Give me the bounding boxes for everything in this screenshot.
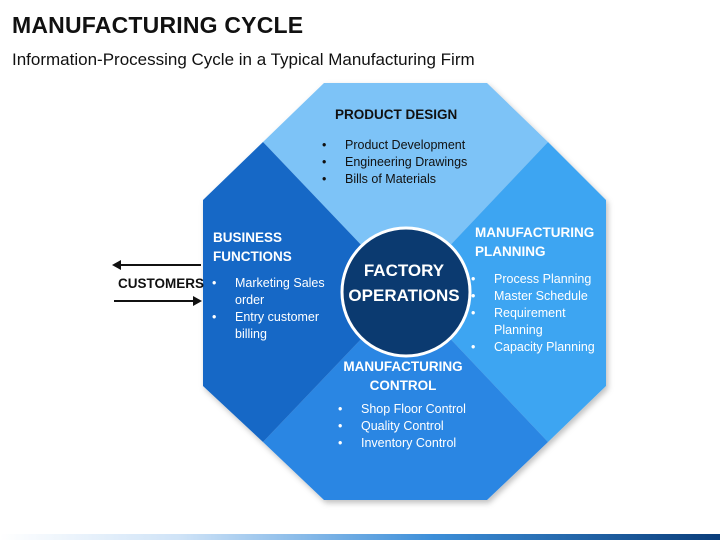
list-item-continued: order bbox=[235, 293, 265, 307]
manufacturing-control-list: Shop Floor Control Quality Control Inven… bbox=[336, 401, 466, 452]
list-item: Master Schedule bbox=[469, 288, 595, 305]
list-item: Marketing Sales bbox=[210, 275, 325, 292]
list-item: Quality Control bbox=[336, 418, 466, 435]
manufacturing-planning-title-line1: MANUFACTURING bbox=[475, 225, 595, 240]
list-item-continued: Planning bbox=[494, 323, 543, 337]
slide-title: MANUFACTURING CYCLE bbox=[12, 12, 304, 38]
arrowhead-left-icon bbox=[112, 260, 121, 270]
business-functions-title: BUSINESS FUNCTIONS bbox=[213, 228, 292, 266]
list-item: Engineering Drawings bbox=[320, 154, 467, 171]
manufacturing-control-title-line2: CONTROL bbox=[369, 378, 437, 393]
footer-gradient-bar bbox=[0, 534, 720, 540]
slide-subtitle: Information-Processing Cycle in a Typica… bbox=[12, 50, 475, 69]
manufacturing-planning-list: Process Planning Master Schedule Require… bbox=[469, 271, 595, 356]
manufacturing-planning-title: MANUFACTURING PLANNING bbox=[475, 223, 594, 261]
business-functions-list: Marketing Sales order Entry customer bil… bbox=[210, 275, 325, 343]
segment-business-functions bbox=[203, 142, 406, 442]
business-functions-title-line1: BUSINESS bbox=[213, 230, 283, 245]
center-label-line2: OPERATIONS bbox=[348, 286, 460, 305]
product-design-list: Product Development Engineering Drawings… bbox=[320, 137, 467, 188]
list-item: Inventory Control bbox=[336, 435, 466, 452]
list-item: Process Planning bbox=[469, 271, 595, 288]
business-functions-title-line2: FUNCTIONS bbox=[213, 249, 292, 264]
list-item: Shop Floor Control bbox=[336, 401, 466, 418]
list-item: Entry customer bbox=[210, 309, 325, 326]
list-item: Bills of Materials bbox=[320, 171, 467, 188]
manufacturing-control-title-line1: MANUFACTURING bbox=[343, 359, 463, 374]
manufacturing-control-title: MANUFACTURING CONTROL bbox=[343, 357, 463, 395]
segment-manufacturing-control bbox=[263, 292, 548, 500]
customers-label: CUSTOMERS bbox=[118, 276, 205, 291]
list-item: Capacity Planning bbox=[469, 339, 595, 356]
manufacturing-planning-title-line2: PLANNING bbox=[475, 244, 546, 259]
arrowhead-right-icon bbox=[193, 296, 202, 306]
center-label: FACTORY OPERATIONS bbox=[344, 258, 464, 308]
center-label-line1: FACTORY bbox=[363, 261, 445, 280]
list-item: Requirement bbox=[469, 305, 595, 322]
list-item: Product Development bbox=[320, 137, 467, 154]
product-design-title: PRODUCT DESIGN bbox=[335, 107, 458, 122]
list-item-continued: billing bbox=[235, 327, 267, 341]
